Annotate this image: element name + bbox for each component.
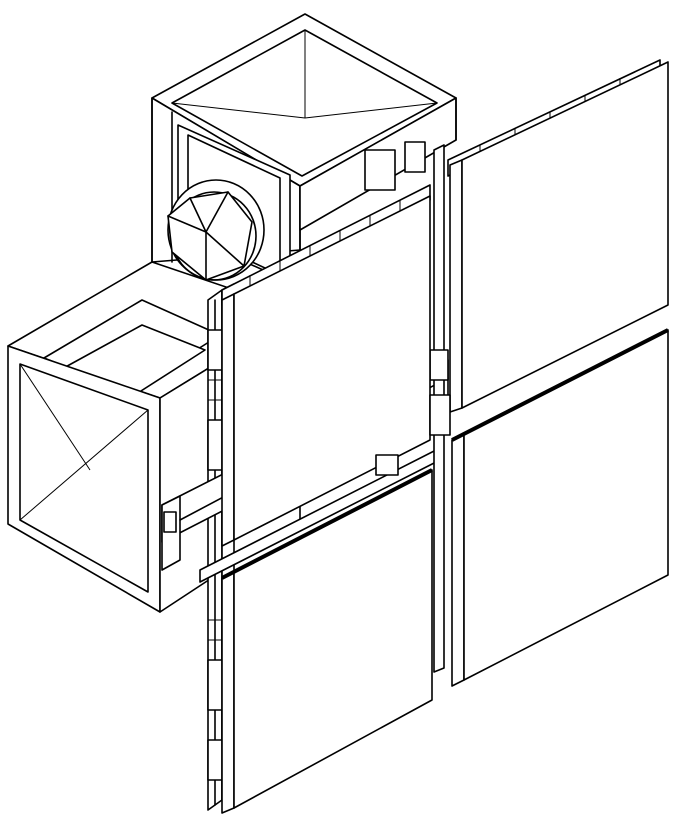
joint-clips (364, 141, 451, 476)
panel-bottom-left (221, 468, 433, 814)
panel-top-right (449, 61, 669, 413)
panel-top-left (221, 195, 431, 547)
hex-bolt (167, 179, 265, 281)
panel-bottom-right (451, 328, 669, 687)
